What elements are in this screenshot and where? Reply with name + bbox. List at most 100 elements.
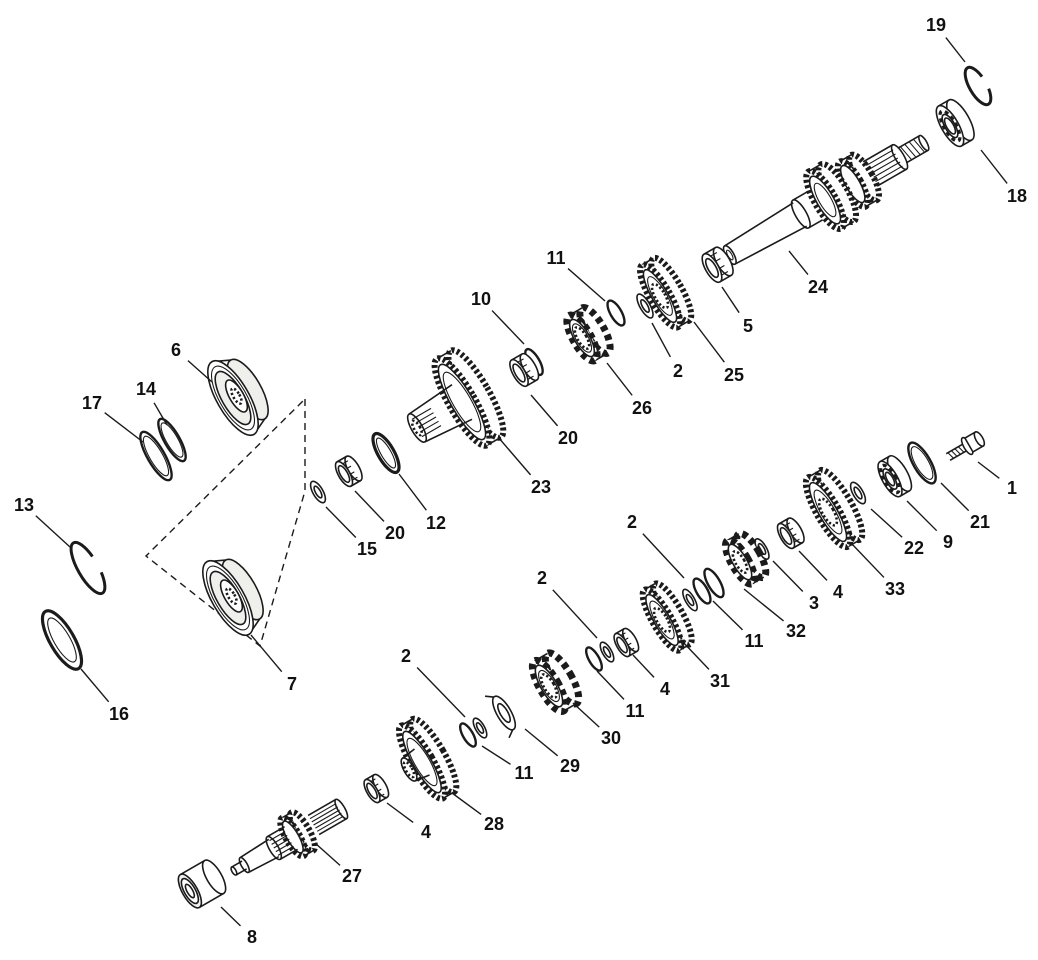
- callout-label: 8: [247, 927, 257, 947]
- part-18-ball-bearing: [935, 98, 975, 148]
- leader-line: [220, 906, 241, 927]
- callout-label: 16: [109, 704, 129, 724]
- part-11-spacer-ring-d: [458, 722, 478, 748]
- leader-line: [491, 310, 525, 345]
- part-4-bearing-left: [363, 773, 390, 804]
- callout-label: 9: [943, 532, 953, 552]
- callout-label: 11: [546, 248, 565, 268]
- leader-line: [680, 639, 710, 670]
- callout-label: 33: [885, 579, 905, 599]
- part-28-gear: [395, 715, 460, 802]
- callout-label: 2: [627, 512, 637, 532]
- callout-label: 5: [743, 316, 753, 336]
- leader-line: [524, 728, 559, 757]
- leader-line: [721, 286, 740, 314]
- leader-line: [712, 600, 744, 631]
- part-24-mainshaft: [722, 134, 930, 266]
- callout-label: 25: [724, 365, 744, 385]
- callout-label: 15: [357, 539, 377, 559]
- part-19-snap-ring: [963, 65, 993, 107]
- leader-line: [798, 550, 828, 581]
- leader-line: [80, 668, 110, 703]
- callout-label: 2: [537, 568, 547, 588]
- callout-label: 26: [632, 398, 652, 418]
- callout-label: 13: [14, 495, 34, 515]
- leader-line: [398, 473, 427, 511]
- leader-line: [325, 506, 357, 539]
- leader-line: [743, 588, 784, 622]
- callout-label: 30: [601, 728, 621, 748]
- leader-line: [906, 500, 938, 532]
- part-2-thrust-washer-c: [599, 641, 615, 663]
- callout-label: 6: [171, 340, 181, 360]
- callout-label: 19: [926, 15, 946, 35]
- part-25-gear: [637, 254, 695, 331]
- callout-label: 23: [531, 477, 551, 497]
- part-11-spacer-ring-c: [584, 646, 604, 672]
- leader-line: [870, 508, 903, 538]
- leader-line: [772, 560, 804, 593]
- part-8-end-bearing: [177, 859, 227, 909]
- callout-label: 7: [287, 674, 297, 694]
- leader-line: [977, 461, 1000, 479]
- leader-line: [35, 515, 71, 548]
- callout-label: 29: [560, 756, 580, 776]
- part-30-sliding-gear: [528, 649, 583, 716]
- leader-line: [945, 37, 966, 63]
- callout-label: 11: [514, 763, 533, 783]
- part-22-washer: [849, 481, 867, 505]
- part-31-gear: [639, 580, 695, 654]
- part-5-roller-bearing: [701, 246, 734, 284]
- callout-label: 28: [484, 814, 504, 834]
- callout-label: 24: [808, 277, 828, 297]
- leader-line: [552, 589, 598, 639]
- part-15-washer: [309, 480, 327, 504]
- callout-label: 10: [471, 289, 491, 309]
- callout-label: 11: [625, 701, 644, 721]
- part-20-bearing-right: [509, 352, 540, 388]
- callout-label: 12: [426, 513, 446, 533]
- callout-label: 20: [558, 428, 578, 448]
- part-32-ring: [703, 567, 725, 599]
- part-33-gear: [802, 466, 866, 551]
- part-11-spacer-ring-b: [692, 577, 712, 605]
- leader-line: [596, 670, 625, 700]
- leader-line: [104, 412, 144, 443]
- leader-line: [416, 667, 466, 718]
- callout-label: 31: [710, 671, 730, 691]
- part-14-seal-ring: [157, 417, 187, 463]
- callout-label: 4: [421, 822, 431, 842]
- part-21-retaining-ring: [907, 441, 937, 485]
- leader-line: [572, 702, 600, 728]
- part-9-ball-bearing: [877, 454, 913, 498]
- callout-label: 2: [673, 361, 683, 381]
- leader-line: [481, 745, 511, 765]
- leader-line: [530, 394, 559, 427]
- callout-label: 20: [385, 523, 405, 543]
- callout-label: 17: [82, 393, 102, 413]
- leader-line: [567, 268, 606, 302]
- part-2-thrust-washer-d: [472, 717, 488, 739]
- part-2-thrust-washer: [636, 293, 654, 319]
- leader-line: [642, 533, 685, 579]
- part-11-spacer-ring: [606, 299, 626, 327]
- part-4-bearing-right: [776, 517, 805, 550]
- leader-line: [250, 634, 283, 673]
- leader-line: [451, 792, 482, 816]
- callout-label: 4: [660, 679, 670, 699]
- leader-line: [314, 842, 341, 866]
- leader-line: [940, 482, 970, 512]
- part-4-bearing-mid: [613, 627, 640, 658]
- part-20-bearing-left: [334, 455, 363, 488]
- callout-label: 22: [904, 538, 924, 558]
- callout-label: 32: [786, 621, 806, 641]
- leader-line: [693, 321, 725, 363]
- callout-label: 3: [809, 593, 819, 613]
- part-16-lock-ring: [40, 609, 84, 671]
- callout-label: 11: [744, 631, 763, 651]
- part-7-clutch-drum: [202, 558, 264, 637]
- leader-line: [651, 322, 671, 358]
